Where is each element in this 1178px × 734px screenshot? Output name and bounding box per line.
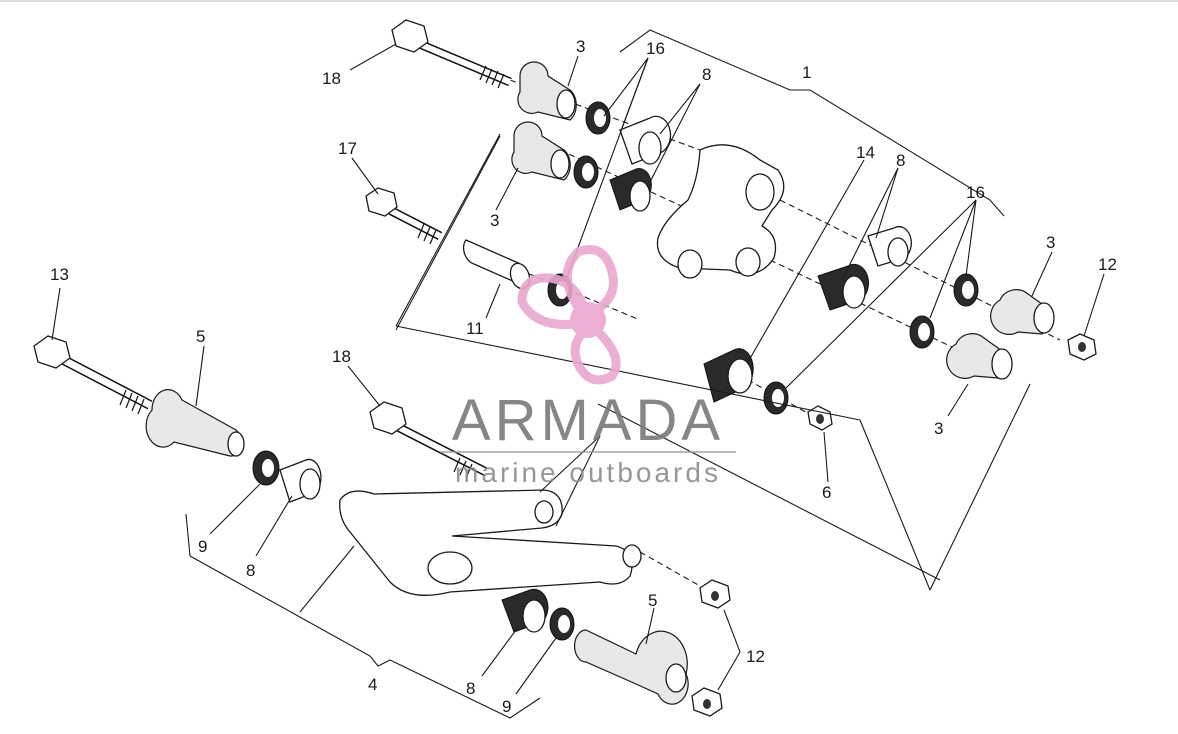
- bush-8-a: [619, 115, 672, 165]
- bottom-assembly: [33, 335, 731, 719]
- callout-8: 8: [246, 561, 255, 580]
- callout-3: 3: [1046, 233, 1055, 252]
- bush-8-bottom-right: [501, 588, 549, 633]
- callout-16: 16: [646, 39, 665, 58]
- collar-3-c: [990, 289, 1055, 335]
- bush-8-b: [609, 168, 652, 212]
- bearing-16-f: [909, 315, 935, 349]
- bearing-9-left: [252, 450, 280, 486]
- bracket-lower: [395, 135, 501, 331]
- callout-3: 3: [576, 37, 585, 56]
- bearing-16-b: [573, 155, 599, 189]
- callout-18: 18: [322, 69, 341, 88]
- callout-12: 12: [1098, 255, 1117, 274]
- bearing-16-e: [953, 273, 979, 307]
- bush-8-d: [817, 263, 870, 311]
- armada-watermark: ARMADA marine outboards: [440, 245, 736, 488]
- callout-12: 12: [746, 647, 765, 666]
- collar-3-b: [511, 121, 571, 181]
- leader-lines: [51, 43, 1105, 695]
- bearing-16-a: [585, 101, 611, 135]
- watermark-tagline: marine outboards: [455, 457, 721, 488]
- callout-8: 8: [702, 65, 711, 84]
- callout-14: 14: [856, 143, 875, 162]
- bracket-4: [185, 513, 541, 719]
- callout-3: 3: [490, 211, 499, 230]
- bolt-18-top: [391, 19, 512, 89]
- propeller-logo-icon: [517, 245, 621, 385]
- callout-16: 16: [966, 183, 985, 202]
- callout-4: 4: [368, 675, 377, 694]
- bearing-9-right: [549, 607, 575, 641]
- bush-14: [703, 348, 754, 403]
- bolt-18-bottom: [369, 401, 489, 479]
- watermark-brand: ARMADA: [452, 388, 724, 453]
- nut-12-bottom-b: [691, 687, 723, 717]
- bush-8-bottom-left: [279, 458, 322, 503]
- sleeve-5-right: [573, 629, 689, 705]
- nut-6: [807, 405, 833, 431]
- callout-9: 9: [198, 537, 207, 556]
- callout-17: 17: [338, 139, 357, 158]
- link-4: [339, 489, 642, 596]
- callout-5: 5: [196, 327, 205, 346]
- bolt-17: [365, 187, 443, 245]
- callout-numbers: 1 3 16 8 18 17 3 11 14 8 16 3 12 3 6 13 …: [50, 37, 1117, 716]
- collar-3-a: [517, 61, 577, 121]
- bracket-1: [619, 29, 1005, 217]
- callout-8: 8: [466, 679, 475, 698]
- bolt-13: [33, 335, 153, 415]
- bearing-16-d: [763, 381, 789, 415]
- sleeve-5-left: [145, 389, 245, 457]
- nut-12-top: [1067, 333, 1097, 361]
- nut-12-bottom-a: [699, 579, 731, 609]
- callout-1: 1: [802, 63, 811, 82]
- callout-8: 8: [896, 151, 905, 170]
- callout-6: 6: [822, 483, 831, 502]
- rocker-1: [656, 144, 785, 279]
- bush-8-c: [867, 225, 912, 267]
- callout-5: 5: [648, 591, 657, 610]
- callout-13: 13: [50, 265, 69, 284]
- callout-18: 18: [332, 347, 351, 366]
- callout-9: 9: [502, 697, 511, 716]
- callout-11: 11: [466, 319, 484, 338]
- callout-3: 3: [934, 419, 943, 438]
- collar-3-d: [946, 333, 1013, 380]
